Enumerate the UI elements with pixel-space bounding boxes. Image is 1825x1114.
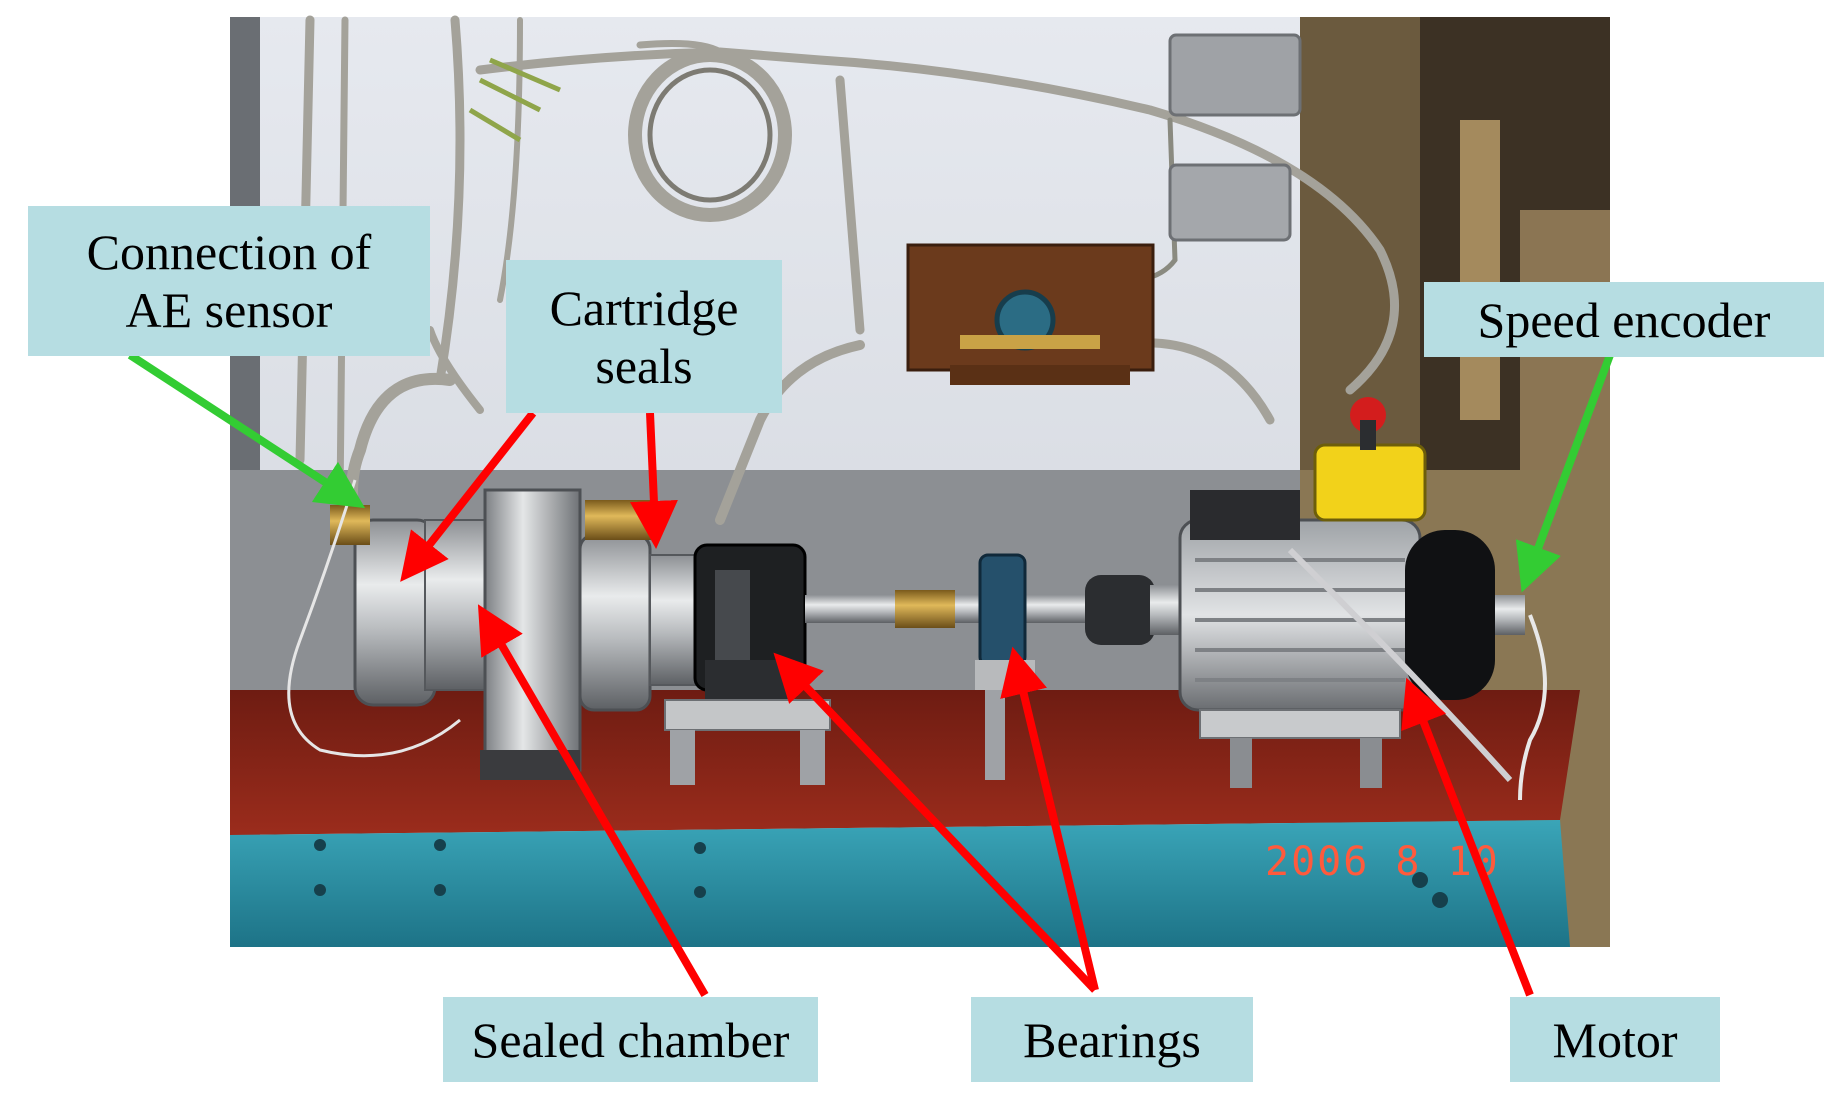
label-speed-encoder-text: Speed encoder	[1477, 291, 1771, 348]
base-frame	[230, 820, 1570, 947]
arrow-bearing-1	[773, 652, 1098, 993]
emergency-stop-box	[1313, 443, 1427, 522]
label-motor-text: Motor	[1552, 1011, 1678, 1068]
sealed-chamber-body	[483, 488, 582, 772]
bearing-stand-1	[664, 699, 831, 731]
label-ae-sensor-line1: Connection of	[86, 224, 372, 280]
emergency-stop-button	[1350, 397, 1386, 433]
ae-sensor-cable	[287, 479, 461, 758]
arrow-sealed-chamber	[477, 604, 709, 998]
label-motor: Motor	[1510, 997, 1720, 1082]
arrow-bearing-2	[1000, 646, 1099, 991]
label-ae-sensor-line2: AE sensor	[125, 282, 333, 338]
label-bearings: Bearings	[971, 997, 1253, 1082]
right-end-flange	[578, 533, 652, 712]
arrow-speed-encoder	[1515, 353, 1614, 593]
label-cartridge-seals-line1: Cartridge	[549, 279, 739, 336]
label-cartridge-seals: Cartridge seals	[506, 260, 782, 413]
motor-mount	[1199, 709, 1401, 739]
cartridge-seal-housing	[585, 500, 655, 540]
annotation-arrows	[127, 351, 1614, 998]
label-bearings-text: Bearings	[1023, 1011, 1201, 1068]
junction-box-middle	[1168, 163, 1292, 242]
arrow-ae-sensor	[127, 351, 366, 509]
label-speed-encoder: Speed encoder	[1424, 282, 1824, 357]
arrow-cartridge-seal-right	[629, 412, 678, 549]
photo-date-stamp: 2006 8 10	[1265, 839, 1500, 885]
label-sealed-chamber-text: Sealed chamber	[471, 1011, 790, 1068]
motor-end-cap	[1405, 530, 1495, 700]
arrow-cartridge-seal-left	[400, 410, 537, 582]
label-cartridge-seals-line2: seals	[595, 337, 693, 394]
junction-box-top	[1168, 33, 1302, 117]
arrow-motor	[1401, 677, 1534, 997]
wiring	[468, 57, 561, 143]
label-sealed-chamber: Sealed chamber	[443, 997, 818, 1082]
motor-terminal-box	[1190, 490, 1300, 540]
bearing-block-2	[978, 553, 1027, 667]
encoder-cable	[1518, 614, 1547, 801]
label-ae-sensor: Connection of AE sensor	[28, 206, 430, 356]
shaft-coupling	[1085, 575, 1155, 645]
